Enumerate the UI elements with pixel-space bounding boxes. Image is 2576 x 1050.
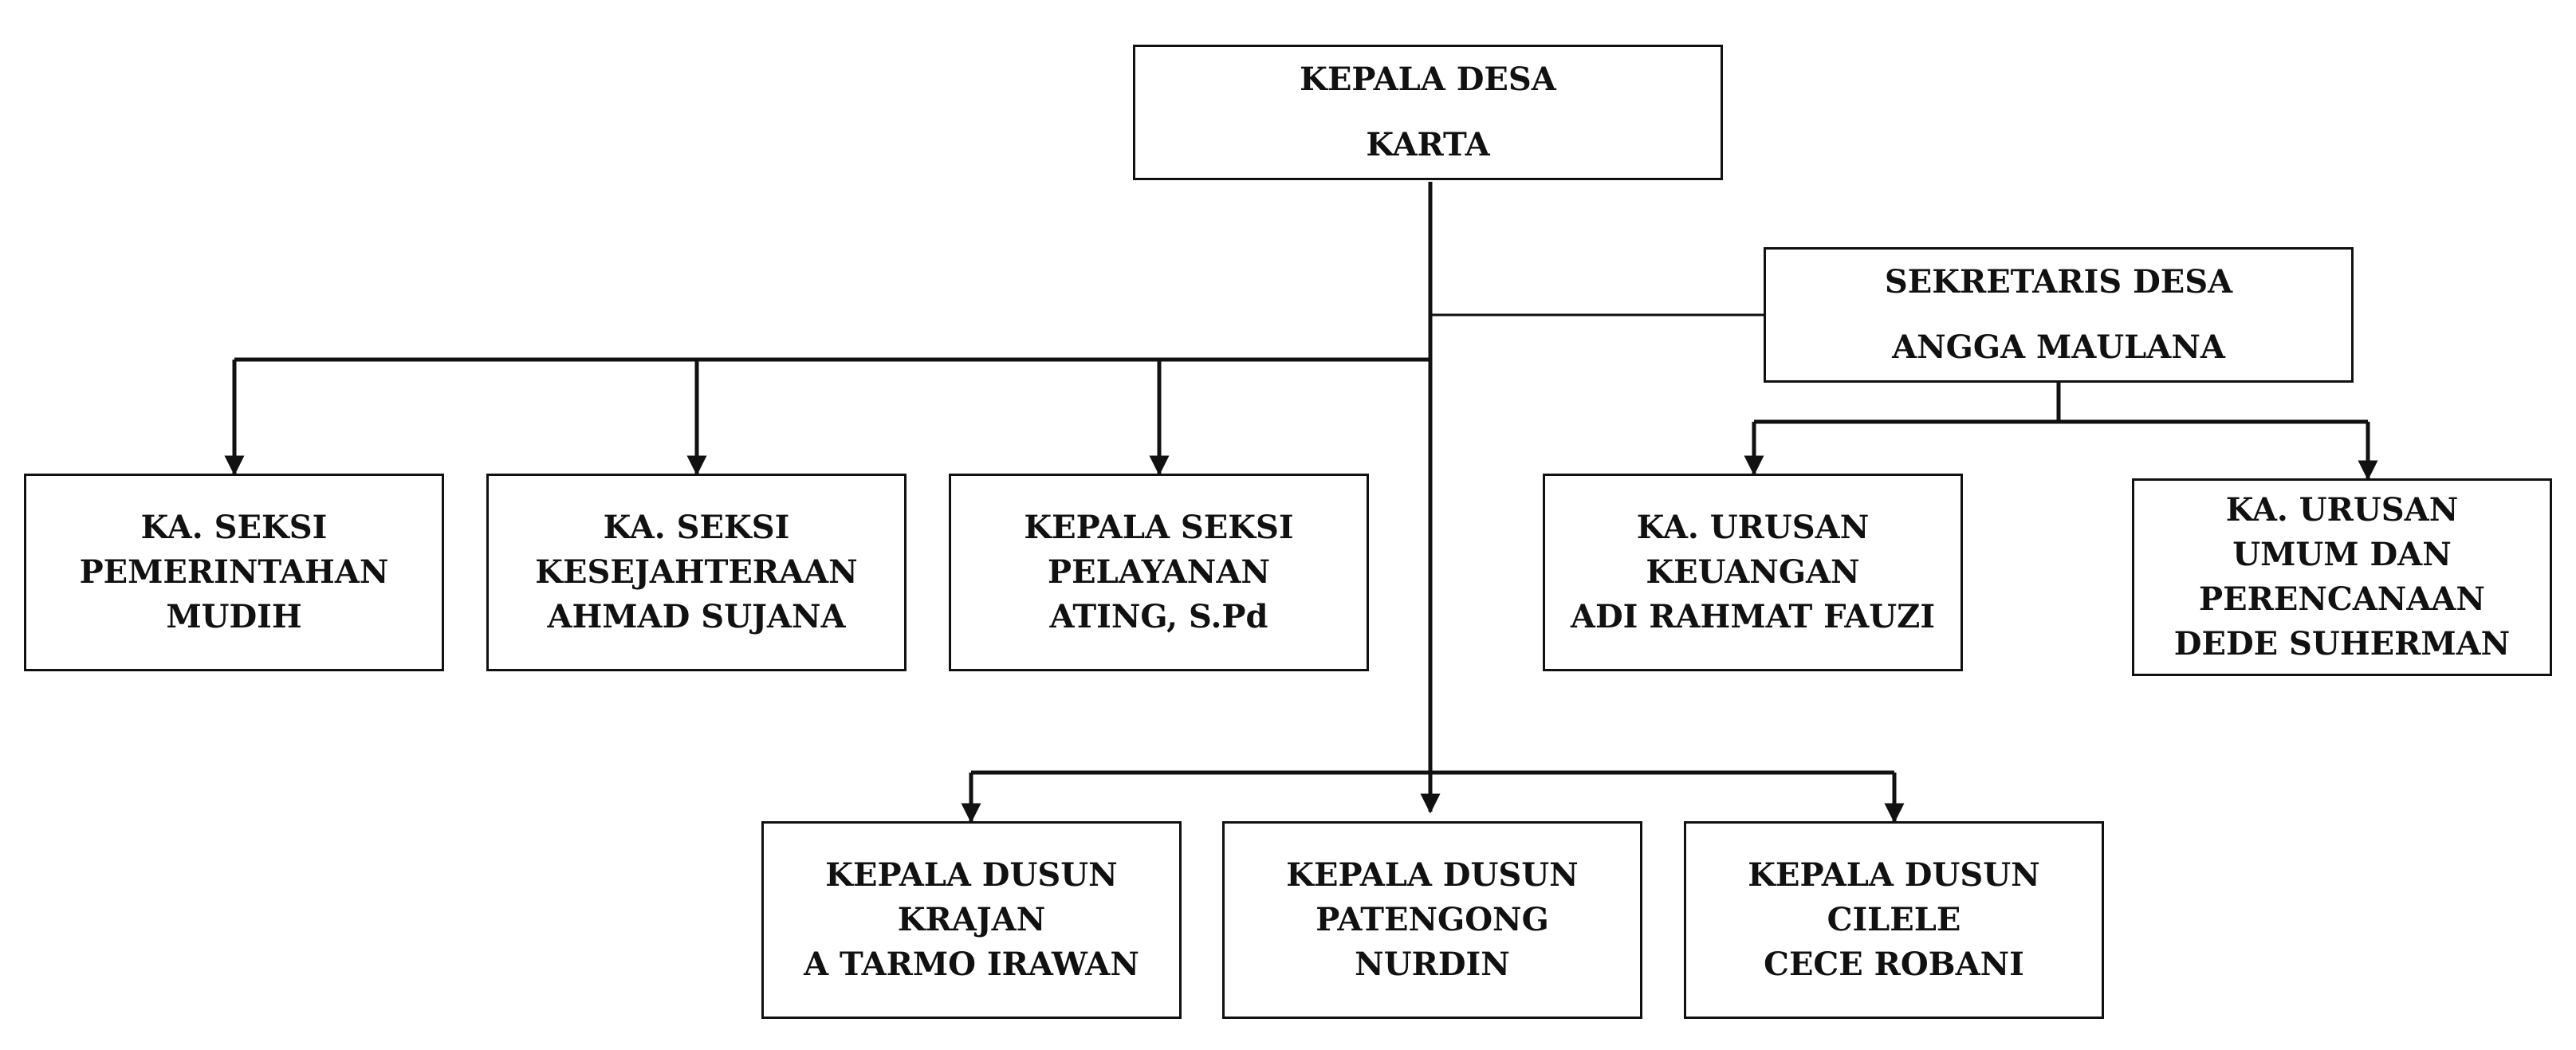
node-dusun-krajan: KEPALA DUSUN KRAJAN A TARMO IRAWAN [761, 821, 1182, 1019]
node-kepala-desa-title: KEPALA DESA [1300, 61, 1556, 98]
node-urusan-keuangan: KA. URUSAN KEUANGAN ADI RAHMAT FAUZI [1543, 474, 1963, 671]
node-urusan-umum: KA. URUSAN UMUM DAN PERENCANAAN DEDE SUH… [2132, 478, 2552, 676]
node-dusun-krajan-line-1: KEPALA DUSUN [825, 856, 1118, 894]
node-seksi-kesejahteraan-line-1: KA. SEKSI [603, 509, 790, 546]
node-seksi-pemerintahan-line-1: KA. SEKSI [140, 509, 328, 546]
node-dusun-patengong-line-3: NURDIN [1355, 946, 1510, 983]
node-urusan-keuangan-line-3: ADI RAHMAT FAUZI [1570, 598, 1936, 635]
node-kepala-desa-name: KARTA [1366, 126, 1490, 163]
node-dusun-krajan-line-2: KRAJAN [897, 901, 1046, 938]
node-urusan-umum-line-2: UMUM DAN [2232, 536, 2452, 573]
node-urusan-umum-line-3: PERENCANAAN [2199, 580, 2485, 618]
node-seksi-pelayanan: KEPALA SEKSI PELAYANAN ATING, S.Pd [949, 474, 1369, 671]
node-urusan-keuangan-line-2: KEUANGAN [1646, 553, 1860, 591]
node-seksi-pelayanan-line-2: PELAYANAN [1048, 553, 1270, 591]
node-sekretaris-desa-title: SEKRETARIS DESA [1884, 263, 2233, 301]
node-seksi-kesejahteraan-line-3: AHMAD SUJANA [547, 598, 846, 635]
node-seksi-kesejahteraan-line-2: KESEJAHTERAAN [535, 553, 858, 591]
node-urusan-keuangan-line-1: KA. URUSAN [1636, 509, 1870, 546]
node-sekretaris-desa: SEKRETARIS DESA ANGGA MAULANA [1764, 247, 2354, 383]
node-urusan-umum-line-4: DEDE SUHERMAN [2173, 625, 2511, 663]
node-dusun-patengong-line-2: PATENGONG [1316, 901, 1549, 938]
node-seksi-kesejahteraan: KA. SEKSI KESEJAHTERAAN AHMAD SUJANA [486, 474, 907, 671]
node-dusun-krajan-line-3: A TARMO IRAWAN [804, 946, 1139, 983]
node-kepala-desa: KEPALA DESA KARTA [1133, 45, 1723, 180]
node-seksi-pemerintahan-line-3: MUDIH [166, 598, 302, 635]
node-dusun-cilele: KEPALA DUSUN CILELE CECE ROBANI [1684, 821, 2104, 1019]
node-seksi-pelayanan-line-1: KEPALA SEKSI [1024, 509, 1294, 546]
node-seksi-pemerintahan-line-2: PEMERINTAHAN [79, 553, 389, 591]
node-dusun-cilele-line-1: KEPALA DUSUN [1748, 856, 2040, 894]
node-urusan-umum-line-1: KA. URUSAN [2225, 491, 2459, 529]
node-sekretaris-desa-name: ANGGA MAULANA [1892, 328, 2225, 366]
node-dusun-patengong-line-1: KEPALA DUSUN [1286, 856, 1579, 894]
node-seksi-pemerintahan: KA. SEKSI PEMERINTAHAN MUDIH [24, 474, 444, 671]
node-dusun-cilele-line-2: CILELE [1827, 901, 1961, 938]
node-seksi-pelayanan-line-3: ATING, S.Pd [1049, 598, 1268, 635]
node-dusun-patengong: KEPALA DUSUN PATENGONG NURDIN [1222, 821, 1642, 1019]
node-dusun-cilele-line-3: CECE ROBANI [1764, 946, 2024, 983]
